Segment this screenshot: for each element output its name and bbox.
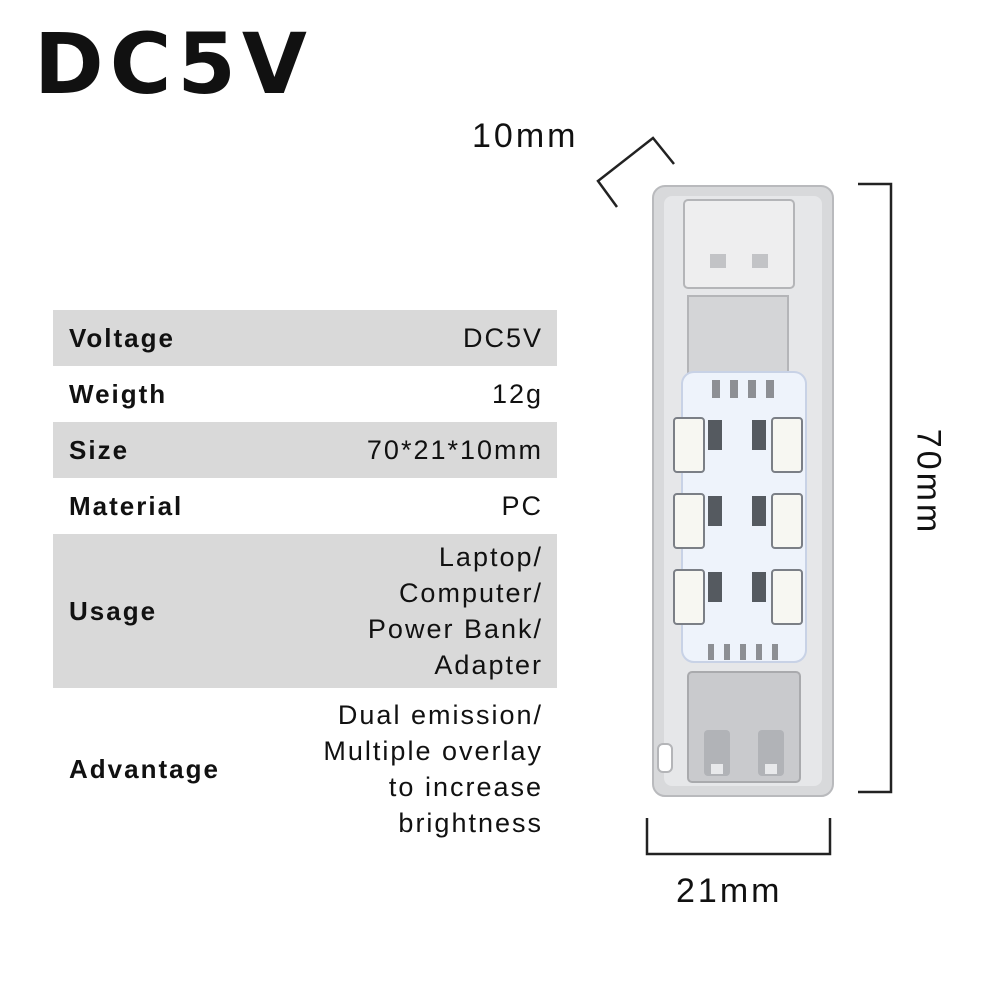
length-dimension-line [858, 182, 893, 794]
spec-label: Advantage [69, 753, 220, 784]
spec-label: Weigth [69, 378, 168, 409]
spec-label: Material [69, 490, 184, 521]
spec-row-voltage: Voltage DC5V [53, 310, 557, 366]
spec-table: Voltage DC5V Weigth 12g Size 70*21*10mm … [53, 310, 557, 850]
spec-row-weight: Weigth 12g [53, 366, 557, 422]
depth-label: 10mm [472, 117, 579, 155]
spec-row-material: Material PC [53, 478, 557, 534]
spec-label: Size [69, 434, 130, 465]
spec-value: Dual emission/ Multiple overlay to incre… [323, 700, 543, 838]
headline: DC5V [34, 15, 313, 113]
width-dimension-line [645, 818, 832, 856]
spec-value: PC [501, 491, 543, 521]
usb-plug [683, 199, 795, 289]
spec-label: Usage [69, 595, 158, 626]
usb-led-stick [652, 185, 834, 797]
spec-value: 70*21*10mm [366, 435, 543, 465]
spec-row-advantage: Advantage Dual emission/ Multiple overla… [53, 688, 557, 850]
led-array [673, 417, 803, 625]
length-label: 70mm [909, 428, 948, 536]
spec-row-usage: Usage Laptop/ Computer/ Power Bank/ Adap… [53, 534, 557, 688]
spec-value: Laptop/ Computer/ Power Bank/ Adapter [367, 542, 543, 680]
spec-value: DC5V [462, 323, 543, 353]
spec-value: 12g [491, 379, 543, 409]
spec-label: Voltage [69, 322, 175, 353]
spec-row-size: Size 70*21*10mm [53, 422, 557, 478]
width-label: 21mm [676, 872, 783, 910]
depth-dimension-line [596, 136, 675, 208]
